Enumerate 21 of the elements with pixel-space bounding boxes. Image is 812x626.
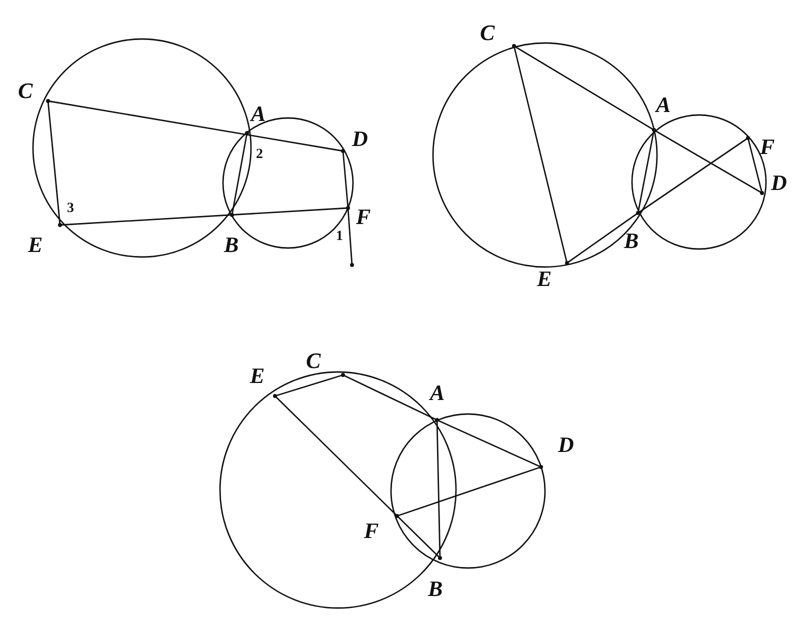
point-label: F [760, 136, 775, 158]
point-label: D [558, 434, 574, 456]
point-label: A [251, 103, 266, 125]
point-label: D [352, 128, 368, 150]
point-label: E [28, 234, 43, 256]
point-label: B [428, 578, 443, 600]
point-label: B [224, 234, 239, 256]
point-label: F [356, 206, 371, 228]
angle-number: 2 [256, 148, 263, 162]
point-label: C [306, 350, 321, 372]
angle-number: 1 [336, 230, 343, 244]
point-label: C [18, 80, 33, 102]
angle-number: 3 [67, 202, 74, 216]
point-label: C [480, 22, 495, 44]
point-label: E [537, 268, 552, 290]
point-label: F [364, 520, 379, 542]
point-label: A [430, 382, 445, 404]
point-label: D [771, 172, 787, 194]
point-label: A [656, 94, 671, 116]
point-label: B [624, 230, 639, 252]
point-label: E [250, 365, 265, 387]
